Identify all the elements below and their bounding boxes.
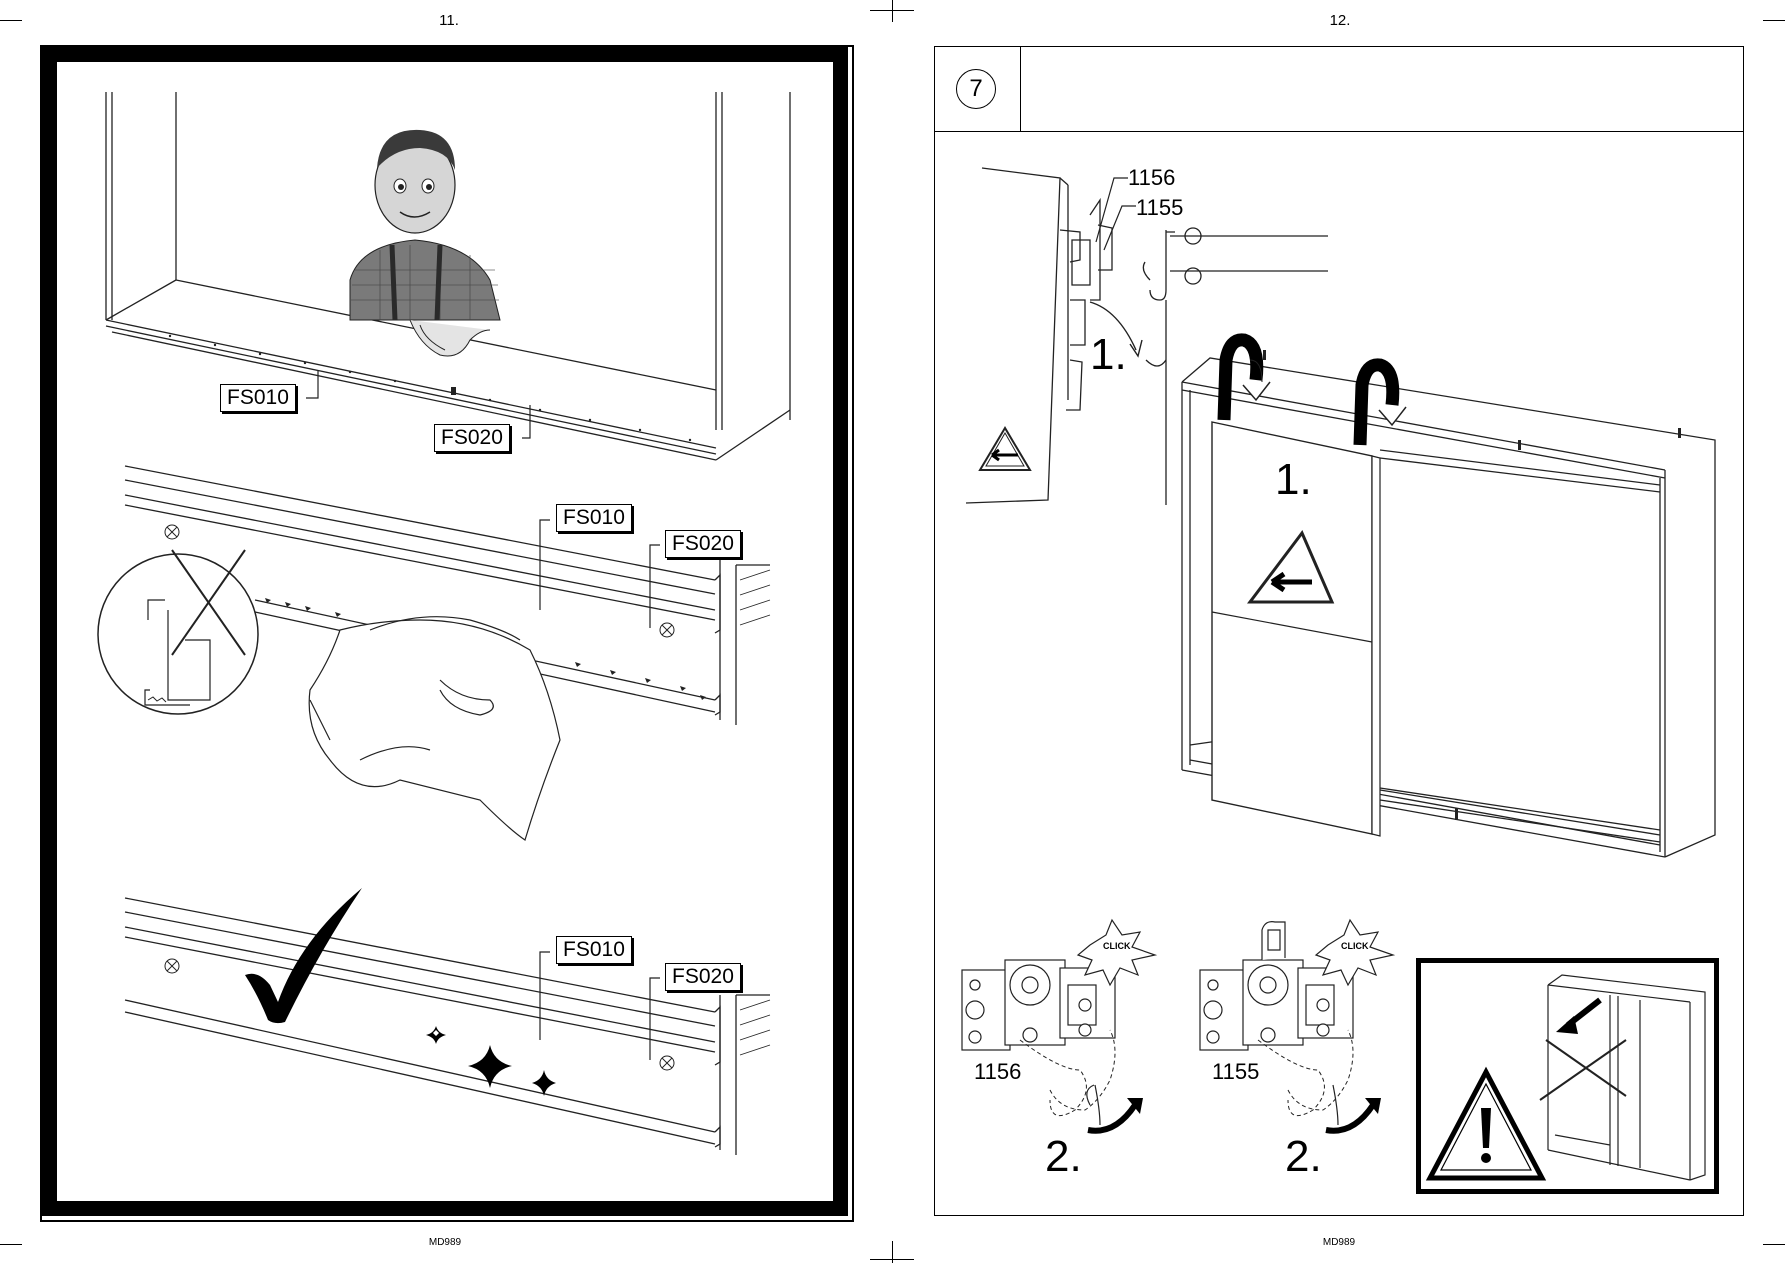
right-page-frame xyxy=(934,46,1744,1216)
screw-icon xyxy=(164,958,180,974)
crop-mark xyxy=(1763,1244,1785,1245)
part-label-fs010: FS010 xyxy=(556,504,632,532)
sparkle-icon xyxy=(426,1026,556,1096)
wardrobe-open-icon xyxy=(1547,974,1706,1181)
crop-mark xyxy=(870,10,914,11)
lift-arrow-icon xyxy=(1353,358,1407,446)
screw-icon xyxy=(659,1055,675,1071)
step-label-click-1156: 2. xyxy=(1045,1132,1082,1181)
installer-character xyxy=(349,129,501,357)
left-page-frame xyxy=(40,45,854,1222)
warning-triangle-icon xyxy=(1425,1066,1547,1181)
crop-mark xyxy=(870,1259,914,1260)
part-label-fs020: FS020 xyxy=(665,530,741,558)
part-callout-1156: 1156 xyxy=(1128,165,1176,190)
click-label: CLICK xyxy=(1103,941,1131,951)
crop-mark xyxy=(0,1244,22,1245)
step-number-cell xyxy=(934,46,1021,132)
step-label-click-1155: 2. xyxy=(1285,1132,1322,1181)
part-label-fs010: FS010 xyxy=(220,384,296,412)
crop-mark xyxy=(1763,20,1785,21)
hand-cloth-illustration xyxy=(308,616,561,841)
screw-icon xyxy=(659,622,675,638)
part-label-fs020: FS020 xyxy=(434,424,510,452)
step-label-hook: 1. xyxy=(1090,330,1127,379)
crop-mark xyxy=(0,20,22,21)
click-burst-icon xyxy=(1076,918,1158,987)
magnified-detail-wrong xyxy=(97,549,259,715)
footer-code: MD989 xyxy=(1322,1237,1356,1248)
page-number: 12. xyxy=(1329,12,1351,29)
step-header xyxy=(934,46,1744,132)
click-burst-icon xyxy=(1314,918,1396,987)
part-code-1156: 1156 xyxy=(974,1059,1022,1084)
step-label-door: 1. xyxy=(1275,455,1312,504)
page-number: 11. xyxy=(439,12,459,29)
debris-particles xyxy=(265,598,706,700)
crop-mark xyxy=(892,1241,893,1263)
door-panel xyxy=(1211,421,1381,837)
part-code-1155: 1155 xyxy=(1212,1059,1260,1084)
click-label: CLICK xyxy=(1341,941,1369,951)
crop-mark xyxy=(892,0,893,22)
step-number-badge: 7 xyxy=(956,69,996,109)
checkmark-icon xyxy=(245,888,362,1024)
warning-direction-icon xyxy=(978,426,1032,471)
lift-arrow-icon xyxy=(1217,333,1271,421)
footer-code: MD989 xyxy=(428,1237,462,1248)
screw-icon xyxy=(164,524,180,540)
part-label-fs020: FS020 xyxy=(665,963,741,991)
part-callout-1155: 1155 xyxy=(1136,195,1184,220)
part-label-fs010: FS010 xyxy=(556,936,632,964)
